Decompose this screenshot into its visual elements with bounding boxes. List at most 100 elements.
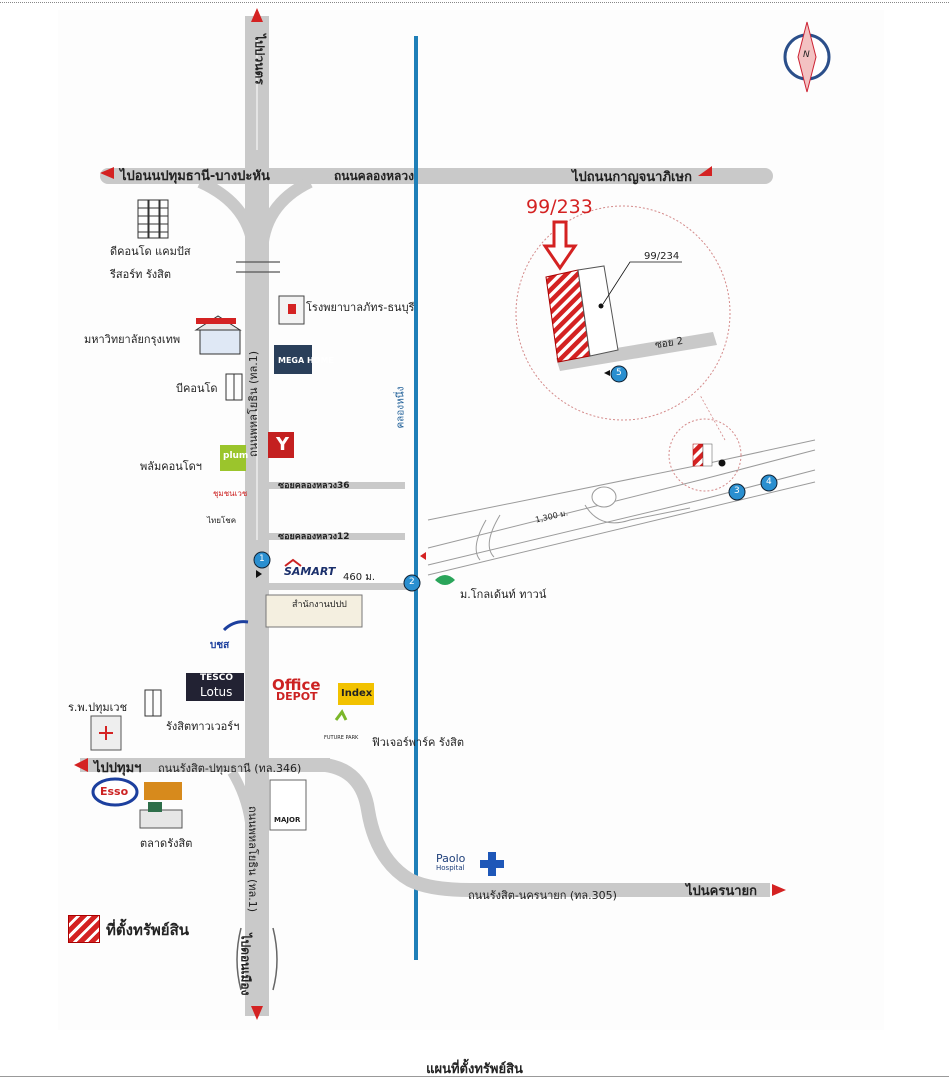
map-caption: แผนที่ตั้งทรัพย์สิน <box>426 1062 523 1077</box>
market-icon <box>139 802 183 829</box>
site-dot <box>718 459 726 467</box>
esso-logo <box>91 777 139 807</box>
future-park-logo <box>334 709 348 721</box>
major-logo <box>269 779 307 831</box>
diag-road-edge-1 <box>427 449 816 549</box>
pathumvej-hospital-icon <box>90 715 122 751</box>
plot-main-id: 99/233 <box>526 196 593 218</box>
west-road-arrow <box>100 167 114 179</box>
paolo-hospital-logo <box>480 852 504 876</box>
to-kanchanaphisek-label: ไปถนนกาญจนาภิเษก <box>572 170 692 185</box>
rangsit-nakhonnayok-road <box>269 758 770 897</box>
marker-3-label: 3 <box>734 486 740 496</box>
y-logo-text: Y <box>276 434 290 455</box>
hospital-thonburi-icon <box>278 295 305 325</box>
mega-home-logo <box>274 345 312 374</box>
map-panel <box>58 10 884 1030</box>
to-pathum-arrow <box>74 758 88 772</box>
plum-condo-label: พลัมคอนโดฯ <box>140 460 202 473</box>
bangchak-logo <box>222 620 249 632</box>
market-label: ตลาดรังสิต <box>140 837 193 850</box>
campus-condo-label: ดีคอนโด แคมปัส รีสอร์ท รังสิต <box>110 245 191 281</box>
paolo-text-1: Paolo <box>436 852 466 865</box>
diag-road-edge-4 <box>427 481 816 576</box>
access-road <box>269 583 417 590</box>
campus-condo-icon <box>137 199 169 239</box>
soi-12-road <box>269 533 405 540</box>
golden-town-label: ม.โกลเด้นท์ ทาวน์ <box>460 588 547 601</box>
shop-logo <box>144 782 182 800</box>
diag-branch <box>475 514 501 561</box>
phahonyothin-south-label: ถนนพหลโยธิน (ทล.1) <box>246 805 260 913</box>
golden-town-logo <box>435 575 455 585</box>
marker-4-label: 4 <box>766 477 772 487</box>
chum-lab-label: ชุมชนเวช <box>213 489 248 498</box>
small-site-plot <box>692 443 704 467</box>
junction-ramp <box>227 769 255 823</box>
plot-dot <box>598 303 604 309</box>
dir-arrow-5 <box>604 370 610 376</box>
office-center-label: สำนักงานปปป <box>292 600 347 610</box>
office-center-image <box>265 594 363 628</box>
to-nakhonnayok-arrow <box>772 884 786 896</box>
marker-4[interactable] <box>760 474 778 492</box>
university-icon <box>194 315 242 355</box>
dir-arrow-2 <box>420 552 426 560</box>
thai-logo-label: ไทยโชค <box>207 516 237 525</box>
office-depot-text-1: Office <box>272 676 321 694</box>
south-road-arrow <box>251 1006 263 1020</box>
marker-2[interactable] <box>403 574 421 592</box>
marker-3[interactable] <box>728 483 746 501</box>
roundabout <box>591 486 617 508</box>
paolo-text-2: Hospital <box>436 864 465 872</box>
tesco-top-text: TESCO <box>200 673 234 683</box>
east-road-arrow <box>698 166 712 176</box>
leader-line <box>602 261 682 305</box>
diag-loop <box>584 504 691 524</box>
rangsit-tower-label: รังสิตทาวเวอร์ฯ <box>166 720 240 733</box>
legend-label: ที่ตั้งทรัพย์สิน <box>106 921 189 939</box>
smart-logo-mark <box>284 558 302 567</box>
b-condo-label: บีคอนโด <box>176 382 218 395</box>
plot-99-234 <box>577 265 619 357</box>
legend-swatch <box>68 915 100 943</box>
soi-12-label: ซอยคลองหลวง12 <box>278 532 350 542</box>
road-break-top <box>236 261 280 273</box>
compass-label: N <box>803 50 810 60</box>
marker-1-label: 1 <box>259 554 265 564</box>
road-break-bottom <box>236 927 278 991</box>
site-down-arrow <box>542 220 578 271</box>
zoom-circle <box>515 205 731 421</box>
marker-1[interactable] <box>253 551 271 569</box>
smart-logo-text: SAMART <box>284 565 336 578</box>
rangsit-pathum-road <box>80 758 330 772</box>
b-condo-icon <box>225 373 243 401</box>
plum-logo <box>220 445 246 471</box>
phahonyothin-north-label: ถนนพหลโยธิน (ทล.1) <box>247 350 261 458</box>
marker-2-label: 2 <box>409 577 415 587</box>
tesco-bottom-text: Lotus <box>200 685 233 699</box>
bangchak-label: บชส <box>210 640 230 651</box>
rangsit-tower-icon <box>144 689 162 717</box>
plum-logo-text: plum <box>223 451 249 461</box>
tesco-lotus-logo <box>186 673 244 701</box>
soi-2-road <box>556 332 717 371</box>
to-pathum-label: ไปปทุมฯ <box>94 761 142 776</box>
dist-460-label: 460 ม. <box>343 572 376 583</box>
top-border <box>0 2 949 3</box>
index-text: Index <box>341 688 373 699</box>
plot-neighbor-id: 99/234 <box>644 251 680 262</box>
soi-36-road <box>269 482 405 489</box>
to-donmueang-label: ไปดอนเมือง <box>238 933 253 996</box>
soi-36-label: ซอยคลองหลวง36 <box>278 481 350 491</box>
pathumvej-label: ร.พ.ปทุมเวช <box>68 701 128 714</box>
office-depot-text-2: DEPOT <box>276 690 318 703</box>
bottom-border <box>0 1076 949 1077</box>
marker-5-label: 5 <box>616 368 622 378</box>
to-bangwatorn-label: ไปบ่วนตร <box>252 34 267 85</box>
marker-5[interactable] <box>610 365 628 383</box>
dir-arrow-1 <box>256 570 262 578</box>
to-nakhonnayok-label: ไปนครนายก <box>686 884 758 899</box>
small-site-circle <box>668 418 742 492</box>
